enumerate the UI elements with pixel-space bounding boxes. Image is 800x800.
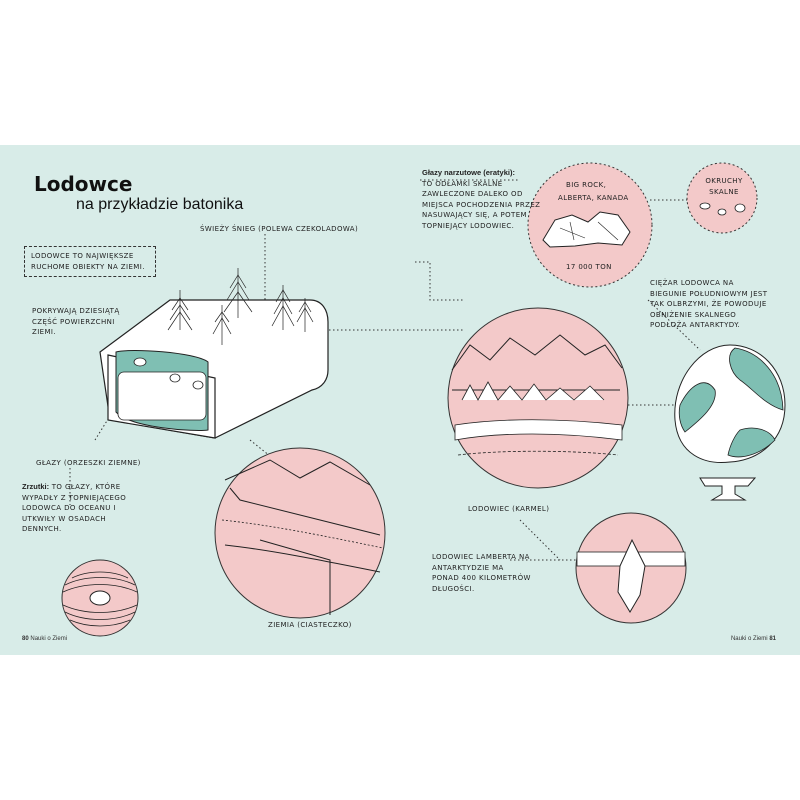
label-weight: CIĘŻAR LODOWCA NA BIEGUNIE POŁUDNIOWYM J… bbox=[650, 279, 768, 329]
dropstones-title: Zrzutki: bbox=[22, 482, 50, 491]
label-erratics: Głazy narzutowe (eratyki): TO ODŁAMKI SK… bbox=[422, 168, 542, 231]
label-boulders: GŁAZY (ORZESZKI ZIEMNE) bbox=[36, 459, 141, 467]
label-lambert: LODOWIEC LAMBERTA NA ANTARKTYDZIE MA PON… bbox=[432, 553, 531, 593]
label-earth: ZIEMIA (CIASTECZKO) bbox=[268, 621, 352, 629]
section-right: Nauki o Ziemi bbox=[730, 636, 768, 642]
earth-layers-circle bbox=[214, 447, 386, 619]
page-subtitle: na przykładzie batonika bbox=[76, 196, 244, 213]
folio-left: 80 Nauki o Ziemi bbox=[22, 636, 67, 642]
label-big-rock: BIG ROCK, bbox=[566, 181, 607, 189]
label-snow: ŚWIEŻY ŚNIEG (POLEWA CZEKOLADOWA) bbox=[200, 225, 359, 233]
folio-right: Nauki o Ziemi 81 bbox=[731, 636, 776, 642]
big-rock-circle bbox=[527, 162, 653, 288]
dropstones-text: TO GŁAZY, KTÓRE WYPADŁY Z TOPNIEJĄCEGO L… bbox=[22, 483, 127, 533]
section-left: Nauki o Ziemi bbox=[30, 636, 68, 642]
page-number-right: 81 bbox=[769, 636, 776, 642]
label-dropstones: Zrzutki: TO GŁAZY, KTÓRE WYPADŁY Z TOPNI… bbox=[22, 482, 132, 535]
crumbs-circle bbox=[686, 162, 758, 234]
dropstone-circle bbox=[61, 559, 139, 637]
label-glacier-caramel: LODOWIEC (KARMEL) bbox=[468, 505, 550, 513]
erratics-title: Głazy narzutowe (eratyki): bbox=[422, 168, 515, 177]
label-big-rock-place: ALBERTA, KANADA bbox=[558, 194, 629, 202]
label-big-rock-weight: 17 000 TON bbox=[566, 263, 612, 271]
page-number-left: 80 bbox=[22, 636, 29, 642]
iceberg-circle bbox=[575, 512, 687, 624]
label-cover: POKRYWAJĄ DZIESIĄTĄ CZĘŚĆ POWIERZCHNI ZI… bbox=[32, 307, 120, 336]
erratics-text: TO ODŁAMKI SKALNE ZAWLECZONE DALEKO OD M… bbox=[422, 179, 541, 230]
label-glaciers-box: LODOWCE TO NAJWIĘKSZE RUCHOME OBIEKTY NA… bbox=[24, 246, 156, 277]
label-crumbs: OKRUCHY SKALNE bbox=[705, 177, 743, 196]
glacier-landscape-circle bbox=[447, 307, 629, 489]
deformed-earth bbox=[674, 344, 786, 501]
page-title: Lodowce bbox=[34, 172, 133, 196]
candy-bar bbox=[99, 268, 329, 439]
